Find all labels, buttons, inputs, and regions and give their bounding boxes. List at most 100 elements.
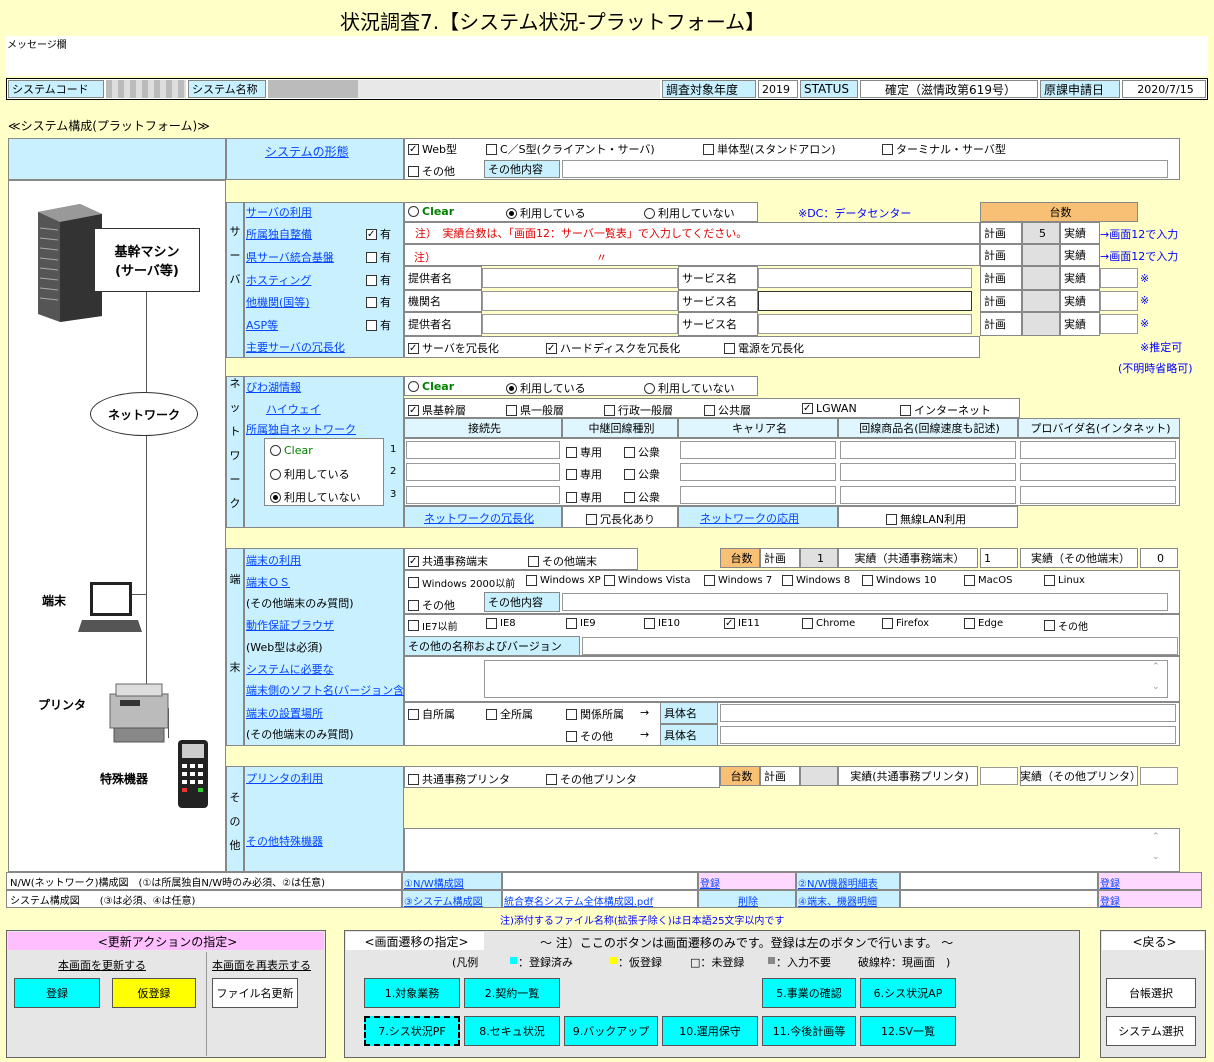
carrier-input[interactable] [680,463,836,481]
server-asp-has[interactable]: 有 [366,317,391,333]
net-radio-clear[interactable]: Clear [408,380,454,393]
terminal-actual-other-value[interactable]: 0 [1140,548,1178,568]
radio[interactable] [270,491,281,503]
server-hosting-has[interactable]: 有 [366,272,391,288]
own-network-link[interactable]: 所属独自ネットワーク [246,423,356,436]
hw-option[interactable]: 行政一般層 [604,402,673,418]
checkbox[interactable] [1044,620,1055,631]
own-net-radio-clear[interactable]: Clear [270,444,313,457]
register-button[interactable]: 登録 [14,978,100,1008]
server-pref-has[interactable]: 有 [366,249,391,265]
checkbox[interactable] [408,555,419,567]
radio[interactable] [506,207,517,219]
highway-link[interactable]: ハイウェイ [266,403,321,416]
connect-input[interactable] [406,486,560,504]
hw-option[interactable]: インターネット [900,402,991,418]
checkbox[interactable] [566,708,577,720]
hw-option[interactable]: 公共層 [704,402,751,418]
wlan-option[interactable]: 無線LAN利用 [886,511,966,527]
other-org-name-input[interactable] [482,291,678,311]
checkbox[interactable] [506,404,517,416]
own-net-radio-using[interactable]: 利用している [270,466,350,482]
checkbox[interactable] [486,618,497,629]
asp-service-input[interactable] [758,314,972,334]
software-textarea[interactable] [484,660,1168,698]
checkbox[interactable] [900,404,911,416]
terminal-actual-common-value[interactable]: 1 [980,548,1018,568]
os-option[interactable]: Windows 7 [704,575,772,586]
provider-input[interactable] [1020,486,1176,504]
redundancy-power-option[interactable]: 電源を冗長化 [724,340,804,356]
plan-value[interactable] [1022,266,1060,290]
software-link-2[interactable]: 端末側のソフト名(バージョン含む) [246,684,420,697]
server-pref-link[interactable]: 県サーバ統合基盤 [246,251,334,264]
product-input[interactable] [840,441,1016,459]
checkbox[interactable] [408,620,419,631]
nav-button-12[interactable]: 12.SV一覧 [860,1016,956,1046]
public-option[interactable]: 公衆 [624,489,660,505]
checkbox[interactable] [644,618,655,629]
checkbox[interactable] [566,618,577,629]
checkbox[interactable] [566,491,577,503]
os-option[interactable]: Linux [1044,575,1085,586]
checkbox[interactable] [886,513,897,525]
checkbox[interactable] [486,143,497,155]
terminal-other-option[interactable]: その他端末 [528,553,597,569]
server-radio-using[interactable]: 利用している [506,205,586,221]
checkbox[interactable] [366,296,377,308]
os-option[interactable]: Windows 8 [782,575,850,586]
checkbox[interactable] [566,730,577,742]
asp-provider-input[interactable] [482,314,678,334]
printer-usage-link[interactable]: プリンタの利用 [246,772,323,785]
checkbox[interactable] [604,575,615,586]
sys-diagram-link[interactable]: ③システム構成図 [404,897,483,908]
terminal-usage-link[interactable]: 端末の利用 [246,554,301,567]
checkbox[interactable] [882,143,893,155]
form-other-option[interactable]: その他 [408,163,455,179]
printer-other-option[interactable]: その他プリンタ [546,771,637,787]
server-own-has[interactable]: 有 [366,226,391,242]
actual-input[interactable] [1100,291,1138,311]
server-other-org-has[interactable]: 有 [366,294,391,310]
nw-equipment-link[interactable]: ②N/W機器明細表 [798,879,878,890]
checkbox[interactable] [408,599,419,611]
nav-button-5[interactable]: 5.事業の確認 [762,978,856,1008]
checkbox[interactable] [624,491,635,503]
net-radio-not-using[interactable]: 利用していない [644,380,735,396]
radio[interactable] [270,445,281,456]
checkbox[interactable] [366,274,377,286]
radio[interactable] [270,468,281,480]
terminal-os-link[interactable]: 端末ＯＳ [246,576,290,589]
radio[interactable] [644,207,655,219]
net-app-link[interactable]: ネットワークの応用 [700,512,799,525]
printer-plan-value[interactable] [800,766,838,786]
checkbox[interactable] [802,618,813,629]
browser-option[interactable]: その他 [1044,618,1088,633]
place-option[interactable]: 全所属 [486,706,533,722]
checkbox[interactable] [604,404,615,416]
place-option[interactable]: 自所属 [408,706,455,722]
nav-button-8[interactable]: 8.セキュ状況 [464,1016,560,1046]
nav-button-6[interactable]: 6.シス状況AP [860,978,956,1008]
server-hosting-link[interactable]: ホスティング [246,274,312,287]
checkbox[interactable] [862,575,873,586]
dedicated-option[interactable]: 専用 [566,444,602,460]
net-radio-using[interactable]: 利用している [506,380,586,396]
browser-option[interactable]: Firefox [882,618,929,629]
connect-input[interactable] [406,463,560,481]
nav-button-9[interactable]: 9.バックアップ [564,1016,658,1046]
scroll-down-icon[interactable]: ⌄ [1152,852,1160,862]
place-link[interactable]: 端末の設置場所 [246,707,323,720]
sys-delete-link[interactable]: 削除 [738,897,758,908]
dedicated-option[interactable]: 専用 [566,489,602,505]
browser-other-input[interactable] [582,637,1178,655]
nav-button-2[interactable]: 2.契約一覧 [464,978,560,1008]
checkbox[interactable] [408,577,419,588]
checkbox[interactable] [882,618,893,629]
server-asp-link[interactable]: ASP等 [246,319,279,332]
plan-value[interactable] [1022,312,1060,336]
place-option[interactable]: 関係所属 [566,706,624,722]
os-option[interactable]: Windows Vista [604,575,690,586]
nav-button-1[interactable]: 1.対象業務 [364,978,460,1008]
hw-option[interactable]: 県一般層 [506,402,564,418]
